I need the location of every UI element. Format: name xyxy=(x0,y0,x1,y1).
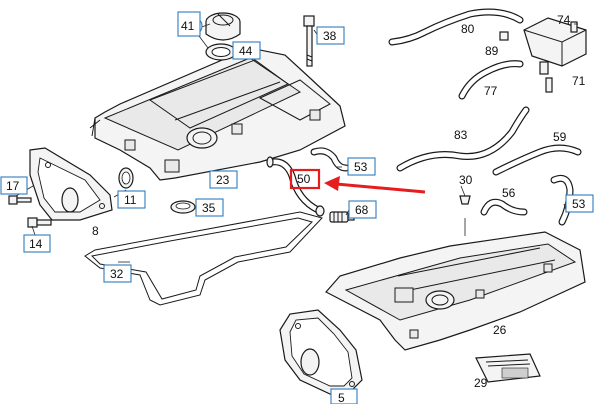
valve-cover-23 xyxy=(89,47,346,181)
callout-89[interactable]: 89 xyxy=(485,44,499,58)
callout-29-label: 29 xyxy=(474,376,488,390)
callout-53-upper-label: 53 xyxy=(354,160,368,174)
hose-83 xyxy=(396,106,530,172)
highlight-arrow xyxy=(289,168,426,194)
oil-cap-41 xyxy=(205,12,241,41)
callout-35[interactable]: 35 xyxy=(195,198,224,217)
seal-44 xyxy=(205,43,237,61)
callout-56-label: 56 xyxy=(502,186,516,200)
screw-17 xyxy=(8,195,32,205)
callout-68[interactable]: 68 xyxy=(348,200,377,219)
callout-17[interactable]: 17 xyxy=(0,176,28,195)
callout-77-label: 77 xyxy=(484,84,498,98)
screw-14 xyxy=(27,217,52,228)
callout-30[interactable]: 30 xyxy=(459,173,473,187)
bolt-38 xyxy=(303,15,315,67)
callout-14-label: 14 xyxy=(29,237,43,251)
callout-59-label: 59 xyxy=(553,130,567,144)
callout-26-label: 26 xyxy=(493,323,507,337)
callout-26[interactable]: 26 xyxy=(493,323,507,337)
callout-56[interactable]: 56 xyxy=(502,186,516,200)
callout-83-label: 83 xyxy=(454,128,468,142)
clip-30 xyxy=(459,195,471,205)
callout-41-label: 41 xyxy=(181,19,195,33)
callout-74[interactable]: 74 xyxy=(557,13,571,27)
callout-8-label: 8 xyxy=(92,224,99,238)
hose-59 xyxy=(492,144,582,176)
cover-gasket-32 xyxy=(84,211,323,306)
callout-41[interactable]: 41 xyxy=(177,11,203,37)
callout-32[interactable]: 32 xyxy=(103,264,132,283)
callout-77[interactable]: 77 xyxy=(484,84,498,98)
callout-44-label: 44 xyxy=(239,44,253,58)
callout-50-label: 50 xyxy=(297,172,311,186)
callout-5-label: 5 xyxy=(338,391,345,404)
callout-8[interactable]: 8 xyxy=(92,224,99,238)
callout-17-label: 17 xyxy=(6,179,20,193)
callout-89-label: 89 xyxy=(485,44,499,58)
hose-77 xyxy=(458,60,524,100)
connector-71 xyxy=(545,77,553,93)
callout-71[interactable]: 71 xyxy=(572,74,586,88)
end-gasket-5 xyxy=(279,309,363,395)
callout-74-label: 74 xyxy=(557,13,571,27)
callout-29[interactable]: 29 xyxy=(474,376,488,390)
hose-53-upper xyxy=(310,147,350,172)
callout-38-label: 38 xyxy=(323,29,337,43)
callout-53-lower-label: 53 xyxy=(572,197,586,211)
callout-23-label: 23 xyxy=(216,173,230,187)
callout-71-label: 71 xyxy=(572,74,586,88)
callout-59[interactable]: 59 xyxy=(553,130,567,144)
callout-44[interactable]: 44 xyxy=(232,41,261,60)
label-plate-29 xyxy=(475,353,541,383)
callout-68-label: 68 xyxy=(355,203,369,217)
end-gasket-8 xyxy=(29,147,113,221)
callout-30-label: 30 xyxy=(459,173,473,187)
callout-11[interactable]: 11 xyxy=(117,190,146,209)
callout-5[interactable]: 5 xyxy=(330,388,358,404)
separator-74 xyxy=(523,17,587,75)
ring-11 xyxy=(118,167,134,189)
callout-53-lower[interactable]: 53 xyxy=(565,194,594,213)
vent-hose-80 xyxy=(388,8,524,46)
hose-53-lower xyxy=(550,174,574,226)
callout-32-label: 32 xyxy=(110,267,124,281)
callout-80-label: 80 xyxy=(461,22,475,36)
callout-38[interactable]: 38 xyxy=(316,26,345,45)
callout-11-label: 11 xyxy=(124,193,137,207)
seal-35 xyxy=(170,200,196,214)
callout-23[interactable]: 23 xyxy=(209,170,238,189)
hose-56 xyxy=(480,198,528,216)
callout-53-upper[interactable]: 53 xyxy=(347,157,376,176)
callout-83[interactable]: 83 xyxy=(454,128,468,142)
callout-50[interactable]: 50 xyxy=(297,172,311,186)
fitting-89 xyxy=(499,31,509,41)
callout-35-label: 35 xyxy=(202,201,216,215)
valve-cover-26 xyxy=(325,231,586,351)
callout-80[interactable]: 80 xyxy=(461,22,475,36)
callout-14[interactable]: 14 xyxy=(23,234,51,253)
hose-50 xyxy=(266,156,325,217)
